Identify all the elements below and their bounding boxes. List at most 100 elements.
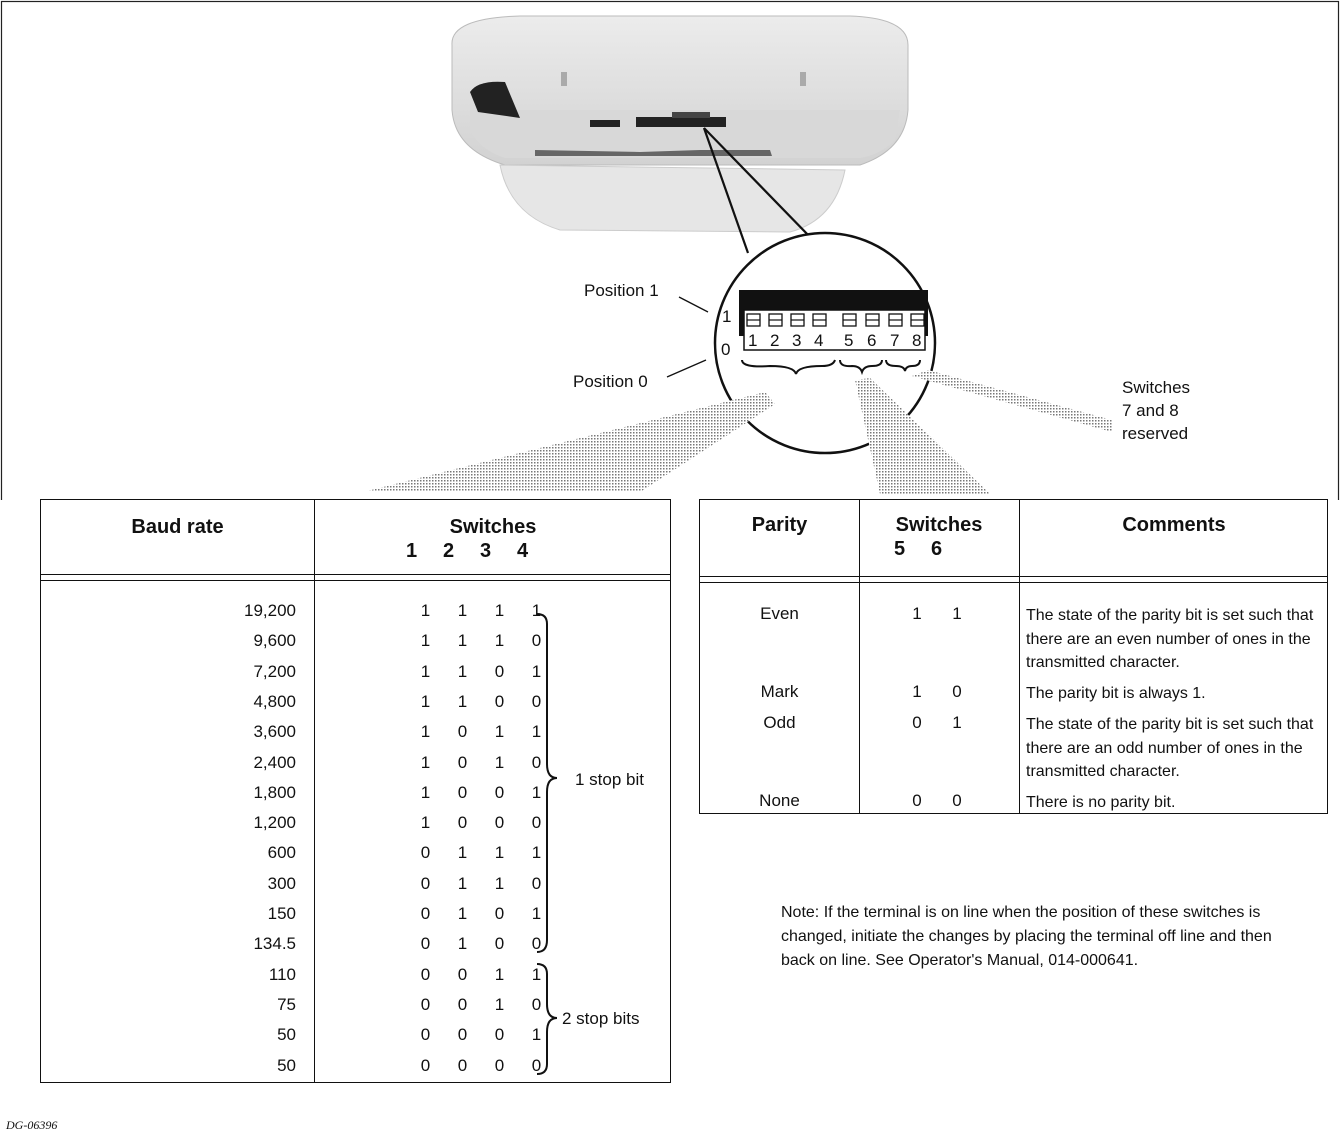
stop-bit-braces bbox=[536, 613, 558, 1075]
column-divider bbox=[859, 500, 860, 813]
switch-value: 1 bbox=[457, 661, 468, 681]
baud-rate-cell: 4,800 bbox=[253, 691, 296, 711]
switch-value: 1 bbox=[531, 964, 542, 984]
position-1-label: Position 1 bbox=[584, 281, 659, 300]
switch-value: 0 bbox=[531, 631, 542, 651]
switch-value: 1 bbox=[494, 994, 505, 1014]
baud-rate-cell: 110 bbox=[268, 964, 296, 984]
switch-value: 1 bbox=[457, 873, 468, 893]
switch-value: 1 bbox=[531, 601, 542, 620]
baud-rate-cell: 600 bbox=[267, 843, 296, 863]
switch-value: 0 bbox=[457, 994, 468, 1014]
switch-col: 6 bbox=[930, 538, 943, 560]
switch-value: 0 bbox=[494, 904, 505, 923]
header-rule bbox=[41, 574, 670, 575]
switch-value: 0 bbox=[494, 1025, 505, 1045]
switch-number: 6 bbox=[867, 331, 877, 350]
switch-value: 1 bbox=[531, 661, 542, 681]
switch-col: 5 bbox=[893, 538, 906, 560]
reserved-switches-label: Switches 7 and 8 reserved bbox=[1122, 376, 1190, 445]
switch-number: 4 bbox=[814, 331, 824, 350]
switch-value: 0 bbox=[457, 782, 468, 802]
switch-value: 1 bbox=[531, 1025, 542, 1045]
position-0-label: Position 0 bbox=[573, 372, 648, 391]
column-divider bbox=[1019, 500, 1020, 813]
switch-value: 0 bbox=[420, 1025, 431, 1045]
switch-col: 3 bbox=[479, 540, 492, 562]
note-text: Note: If the terminal is on line when th… bbox=[781, 904, 1272, 969]
switch-col: 1 bbox=[405, 540, 418, 562]
switch-number: 7 bbox=[890, 331, 900, 350]
switch-col: 4 bbox=[516, 540, 529, 562]
parity-name-cell: Mark bbox=[760, 682, 799, 701]
switch-value: 0 bbox=[912, 713, 922, 732]
figure-id: DG-06396 bbox=[6, 1118, 58, 1132]
switch-value: 0 bbox=[531, 813, 542, 833]
one-stop-bit-label: 1 stop bit bbox=[575, 770, 644, 789]
reserved-line: Switches bbox=[1122, 378, 1191, 397]
switch-value: 1 bbox=[420, 722, 431, 742]
baud-switch-cells: 1 0 0 0 bbox=[407, 813, 555, 833]
parity-switches-header: Switches bbox=[895, 514, 983, 536]
switch-value: 0 bbox=[531, 691, 542, 711]
switch-value: 1 bbox=[457, 601, 468, 620]
baud-rate-cell: 50 bbox=[277, 1025, 296, 1045]
switch-value: 1 bbox=[457, 934, 468, 954]
switch-value: 1 bbox=[457, 904, 468, 923]
switch-value: 1 bbox=[531, 722, 542, 742]
terminal-base-photo bbox=[451, 15, 909, 233]
switch-value: 0 bbox=[531, 752, 542, 772]
baud-rate-cell: 75 bbox=[277, 994, 296, 1014]
switch-value: 0 bbox=[952, 682, 962, 701]
switch-value: 0 bbox=[531, 994, 542, 1014]
switch-value: 1 bbox=[494, 631, 505, 651]
switch-value: 0 bbox=[531, 1055, 542, 1075]
reserved-line: reserved bbox=[1122, 424, 1189, 443]
column-divider bbox=[314, 500, 315, 1082]
parity-header: Parity bbox=[751, 514, 808, 536]
switch-value: 0 bbox=[457, 813, 468, 833]
switch-value: 0 bbox=[457, 722, 468, 742]
switch-value: 1 bbox=[952, 604, 962, 623]
switch-value: 1 bbox=[457, 691, 468, 711]
switch-value: 0 bbox=[494, 1055, 505, 1075]
baud-rate-cell: 2,400 bbox=[253, 752, 296, 772]
baud-switch-cells: 0 0 0 0 bbox=[407, 1056, 555, 1076]
switch-value: 1 bbox=[494, 601, 505, 620]
switches-header: Switches bbox=[449, 516, 537, 538]
baud-rate-cell: 150 bbox=[267, 904, 296, 923]
switch-value: 0 bbox=[494, 813, 505, 833]
baud-rate-cell: 1,800 bbox=[253, 782, 296, 802]
switch-value: 1 bbox=[420, 601, 431, 620]
switch-value: 1 bbox=[420, 691, 431, 711]
terminal-illustration bbox=[0, 0, 1340, 500]
switch-value: 1 bbox=[420, 813, 431, 833]
switch-value: 1 bbox=[494, 873, 505, 893]
two-stop-bits-label: 2 stop bits bbox=[562, 1009, 640, 1028]
parity-name-cell: Odd bbox=[763, 713, 796, 732]
switch-value: 1 bbox=[420, 661, 431, 681]
switch-value: 0 bbox=[420, 1055, 431, 1075]
switch-number: 2 bbox=[770, 331, 780, 350]
switch-value: 1 bbox=[420, 752, 431, 772]
switch-number: 1 bbox=[748, 331, 758, 350]
switch-value: 0 bbox=[457, 1055, 468, 1075]
switch-number: 3 bbox=[792, 331, 802, 350]
switch-value: 0 bbox=[420, 873, 431, 893]
header-rule bbox=[700, 582, 1327, 583]
parity-comment-cell: The state of the parity bit is set such … bbox=[1026, 716, 1314, 780]
switch-value: 1 bbox=[494, 752, 505, 772]
